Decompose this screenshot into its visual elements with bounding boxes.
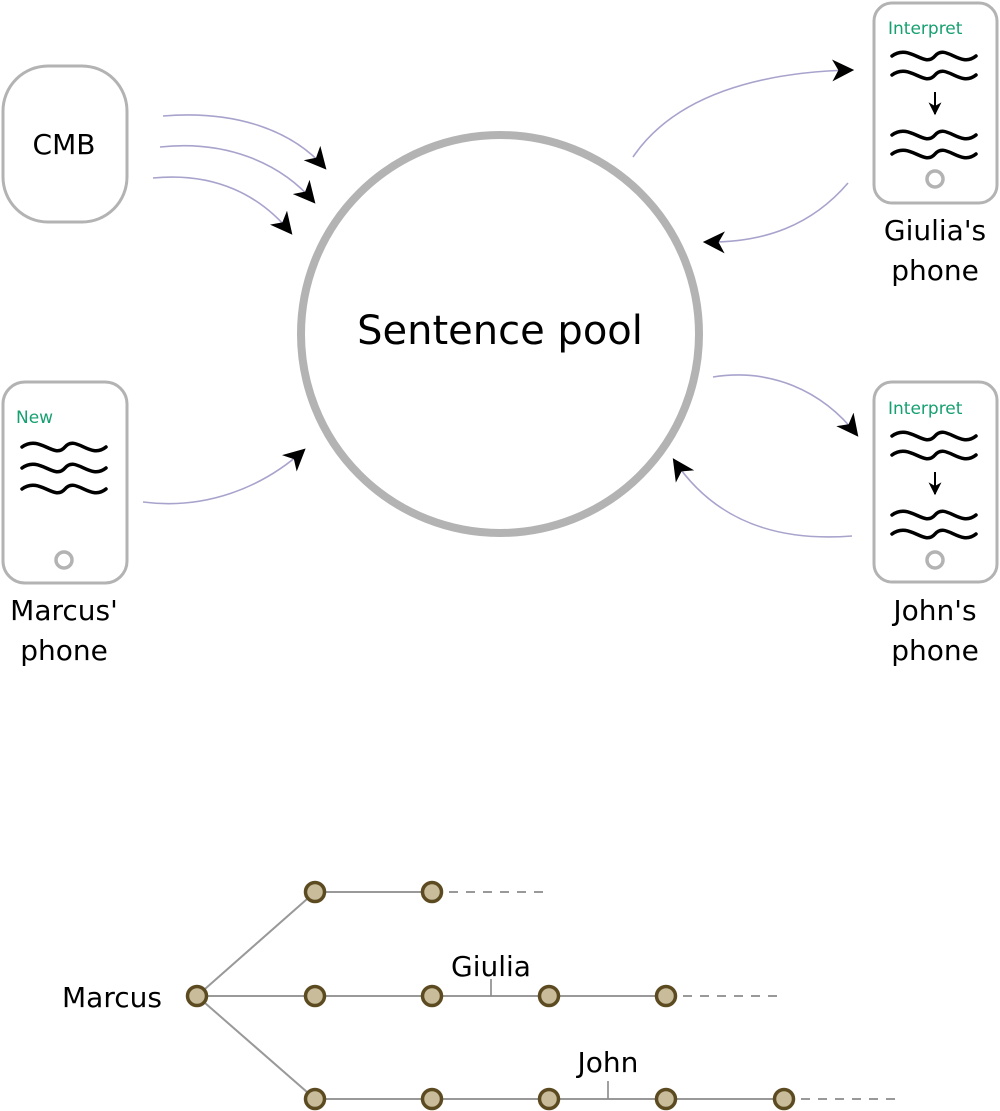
- marcus-phone-sentence-icon: [20, 441, 108, 495]
- sentence-pool-label: Sentence pool: [357, 308, 643, 354]
- giulia-phone-original-icon: [890, 50, 978, 81]
- tree-edge-root-bottom: [196, 995, 316, 1100]
- giulia-phone-interpreted-icon: [890, 129, 978, 160]
- flow-arrows: [142, 59, 859, 538]
- cmb-label: CMB: [33, 128, 96, 161]
- marcus-phone-home-button: [54, 550, 74, 570]
- marcus-to-pool-arrow: [142, 448, 306, 505]
- tree-node-root: [185, 984, 209, 1008]
- cmb-source: CMB: [1, 64, 129, 224]
- marcus-phone-body: [1, 380, 129, 585]
- john-phone-caption-line2: phone: [891, 634, 979, 667]
- marcus-phone-caption-line1: Marcus': [10, 594, 118, 627]
- john-phone-original-icon: [890, 430, 978, 461]
- giulia-phone-home-button: [925, 169, 945, 189]
- cmb-box: [1, 64, 129, 224]
- cmb-to-pool-arrow-1: [162, 114, 327, 170]
- tree-node: [303, 984, 327, 1008]
- john-phone-interpreted-icon: [890, 509, 978, 540]
- tree-root-label: Marcus: [62, 981, 162, 1014]
- pool-to-giulia-arrow: [632, 59, 855, 158]
- sentence-pool: Sentence pool: [297, 131, 703, 537]
- giulia-phone-caption-line2: phone: [891, 254, 979, 287]
- marcus-phone-badge: New: [16, 408, 53, 428]
- tree-node: [772, 1087, 796, 1111]
- tree-node: [654, 984, 678, 1008]
- john-phone-home-button: [925, 550, 945, 570]
- john-to-pool-arrow: [672, 458, 853, 538]
- giulia-to-pool-arrow: [702, 182, 849, 254]
- cmb-to-pool-arrow-3: [152, 176, 293, 235]
- cmb-to-pool-arrow-2: [159, 144, 316, 204]
- tree-node: [303, 880, 327, 904]
- tree-node: [654, 1087, 678, 1111]
- pool-to-john-arrow: [712, 374, 859, 437]
- tree-node: [420, 984, 444, 1008]
- tree-node: [420, 880, 444, 904]
- giulia-phone: Interpret Giulia's phone: [872, 1, 999, 287]
- john-branch-label: John: [576, 1046, 639, 1079]
- marcus-phone: New Marcus' phone: [1, 380, 129, 667]
- john-phone-caption-line1: John's: [891, 594, 976, 627]
- tree-node: [420, 1087, 444, 1111]
- marcus-phone-caption-line2: phone: [20, 634, 108, 667]
- john-phone-badge: Interpret: [888, 399, 963, 419]
- tree-node: [303, 1087, 327, 1111]
- sentence-pool-circle: [297, 131, 703, 537]
- tree-edge-root-top: [196, 891, 316, 997]
- tree-nodes: [185, 880, 796, 1111]
- interpretation-tree: Marcus Giulia John: [62, 880, 895, 1111]
- giulia-phone-caption-line1: Giulia's: [884, 214, 986, 247]
- john-phone: Interpret John's phone: [872, 380, 999, 667]
- giulia-phone-badge: Interpret: [888, 19, 963, 39]
- tree-node: [537, 1087, 561, 1111]
- giulia-branch-label: Giulia: [451, 950, 531, 983]
- tree-node: [537, 984, 561, 1008]
